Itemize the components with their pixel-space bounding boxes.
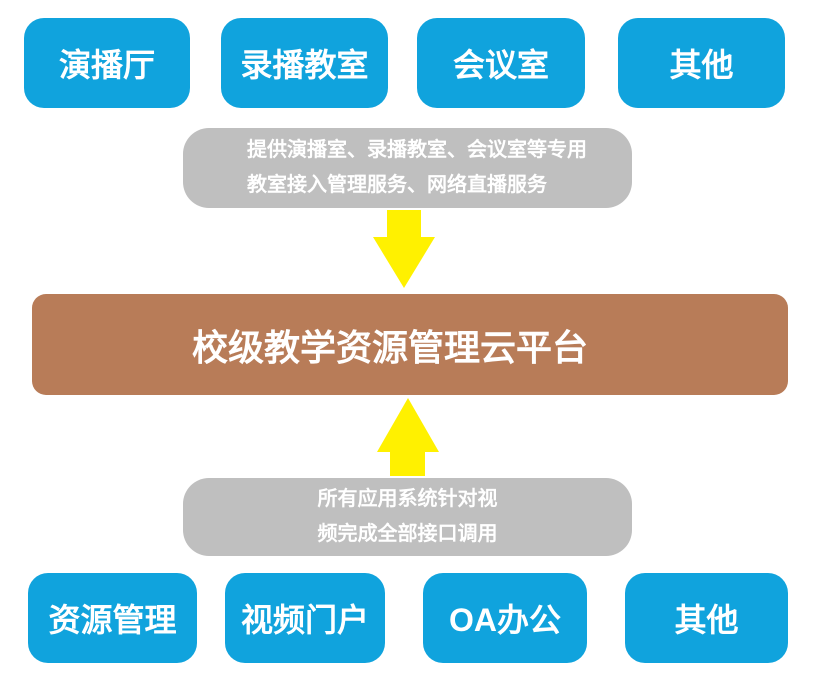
top-note-line1: 提供演播室、录播教室、会议室等专用 — [247, 139, 587, 161]
bottom-box-label: OA办公 — [448, 602, 561, 638]
top-note-box: 提供演播室、录播教室、会议室等专用 教室接入管理服务、网络直播服务 — [183, 128, 632, 208]
bottom-box-label: 资源管理 — [48, 602, 177, 638]
platform-title: 校级教学资源管理云平台 — [191, 326, 588, 368]
top-box-studio-hall: 演播厅 — [24, 18, 190, 108]
top-box-meeting-room: 会议室 — [417, 18, 585, 108]
bottom-box-other: 其他 — [625, 573, 788, 663]
bottom-note-box: 所有应用系统针对视 频完成全部接口调用 — [183, 478, 632, 556]
bottom-box-resource-management: 资源管理 — [28, 573, 197, 663]
top-box-recording-classroom: 录播教室 — [221, 18, 388, 108]
top-box-other: 其他 — [618, 18, 785, 108]
down-arrow-icon — [373, 210, 435, 288]
top-box-label: 录播教室 — [240, 47, 369, 83]
bottom-note-line2: 频完成全部接口调用 — [317, 523, 498, 545]
platform-box: 校级教学资源管理云平台 — [32, 294, 788, 395]
top-box-label: 会议室 — [452, 47, 549, 83]
bottom-note-line1: 所有应用系统针对视 — [317, 488, 498, 510]
top-note-line2: 教室接入管理服务、网络直播服务 — [247, 174, 547, 196]
bottom-box-label: 视频门户 — [240, 602, 369, 638]
bottom-box-video-portal: 视频门户 — [225, 573, 385, 663]
top-box-label: 演播厅 — [58, 47, 155, 83]
bottom-box-oa-office: OA办公 — [423, 573, 587, 663]
up-arrow-icon — [377, 398, 439, 476]
top-box-label: 其他 — [669, 47, 734, 83]
bottom-box-label: 其他 — [674, 602, 739, 638]
